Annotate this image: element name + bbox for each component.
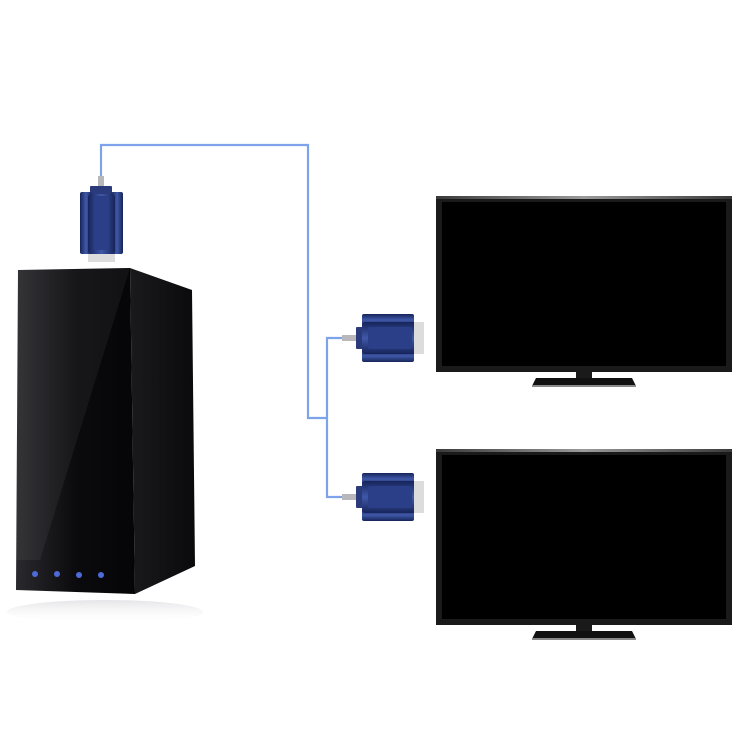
- indicator-light: [32, 571, 38, 577]
- indicator-light: [76, 572, 82, 578]
- monitor-bottom: [436, 449, 732, 640]
- tower-side-panel: [130, 268, 195, 594]
- vga-connector-source: [80, 176, 123, 262]
- monitor-top-stand-base: [532, 378, 636, 386]
- indicator-light: [98, 572, 104, 578]
- monitor-bottom-stand-neck: [576, 625, 592, 633]
- monitor-bottom-screen: [442, 455, 726, 619]
- tower-gloss: [16, 268, 130, 560]
- tower-reflection: [7, 600, 203, 624]
- monitor-bottom-stand-base: [532, 631, 636, 639]
- cable-branch-bottom: [325, 418, 358, 499]
- monitor-top-screen: [442, 202, 726, 366]
- vga-connector-monitor-bottom: [342, 473, 424, 521]
- tower-front-panel: [16, 268, 135, 594]
- computer-tower: [7, 268, 203, 624]
- monitor-top-stand-neck: [576, 372, 592, 380]
- vga-connector-monitor-top: [342, 314, 424, 362]
- tower-indicator-lights: [32, 571, 104, 578]
- cable-main-run: [99, 143, 327, 420]
- indicator-light: [54, 571, 60, 577]
- cable-branch-top: [325, 336, 358, 418]
- monitor-top: [436, 196, 732, 387]
